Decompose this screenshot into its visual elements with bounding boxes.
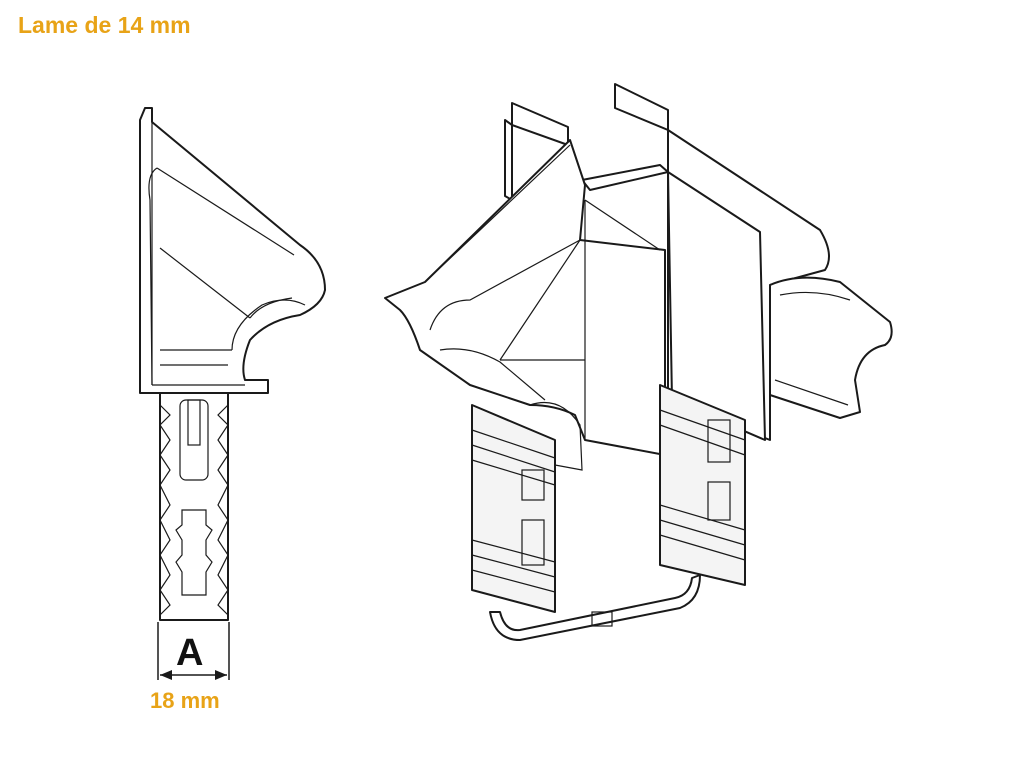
title: Lame de 14 mm	[18, 12, 191, 38]
side-view	[139, 107, 326, 680]
dimension-letter: A	[176, 632, 204, 674]
dimension-value: 18 mm	[150, 688, 220, 713]
isometric-view	[384, 83, 893, 641]
